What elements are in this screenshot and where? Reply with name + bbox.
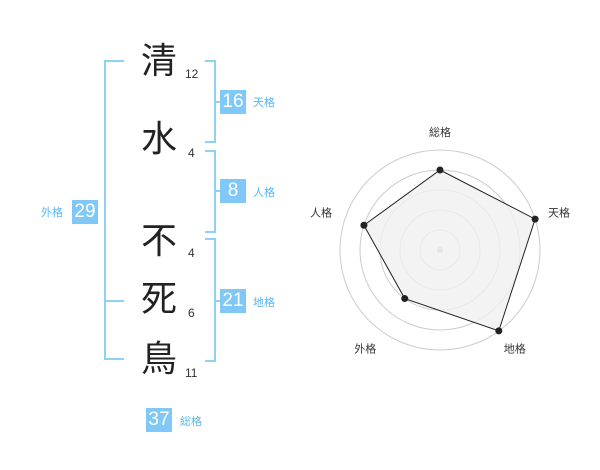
tenkaku-connector bbox=[214, 101, 220, 103]
radar-point-3 bbox=[495, 327, 503, 335]
chikaku-value-badge: 21 bbox=[220, 289, 246, 313]
gaikaku-label: 外格 bbox=[41, 206, 63, 219]
radar-point-5 bbox=[360, 221, 368, 229]
gaikaku-bracket-lower bbox=[104, 298, 124, 360]
soukaku-label: 総格 bbox=[180, 415, 202, 428]
radar-point-2 bbox=[531, 215, 539, 223]
chikaku-connector bbox=[214, 300, 220, 302]
name-char-5: 鳥 bbox=[140, 339, 177, 380]
radar-axis-label-2: 天格 bbox=[548, 205, 570, 219]
tenkaku-label: 天格 bbox=[253, 96, 275, 109]
stroke-count-2: 4 bbox=[188, 146, 195, 160]
stroke-count-4: 6 bbox=[188, 306, 195, 320]
chikaku-label: 地格 bbox=[253, 296, 275, 309]
radar-point-1 bbox=[436, 166, 444, 174]
tenkaku-value-badge: 16 bbox=[220, 90, 246, 114]
stroke-count-1: 12 bbox=[185, 67, 199, 81]
stroke-count-5: 11 bbox=[185, 366, 198, 380]
radar-axis-label-4: 外格 bbox=[354, 342, 376, 356]
radar-axis-label-5: 人格 bbox=[310, 205, 332, 219]
stroke-count-3: 4 bbox=[188, 246, 195, 260]
name-char-4: 死 bbox=[140, 279, 177, 320]
radar-axis-label-1: 総格 bbox=[429, 125, 451, 139]
name-char-1: 清 bbox=[140, 41, 177, 82]
name-char-3: 不 bbox=[140, 221, 177, 262]
radar-axis-label-3: 地格 bbox=[504, 342, 526, 356]
gaikaku-value-badge: 29 bbox=[72, 200, 98, 224]
radar-point-4 bbox=[401, 295, 409, 303]
radar-grid-ring bbox=[339, 149, 541, 351]
gaikaku-bracket-upper bbox=[104, 60, 124, 302]
name-char-2: 水 bbox=[140, 119, 177, 160]
jinkaku-value-badge: 8 bbox=[220, 179, 246, 203]
radar-area bbox=[363, 169, 536, 332]
soukaku-value-badge: 37 bbox=[146, 408, 172, 432]
jinkaku-connector bbox=[214, 190, 220, 192]
jinkaku-label: 人格 bbox=[253, 186, 275, 199]
